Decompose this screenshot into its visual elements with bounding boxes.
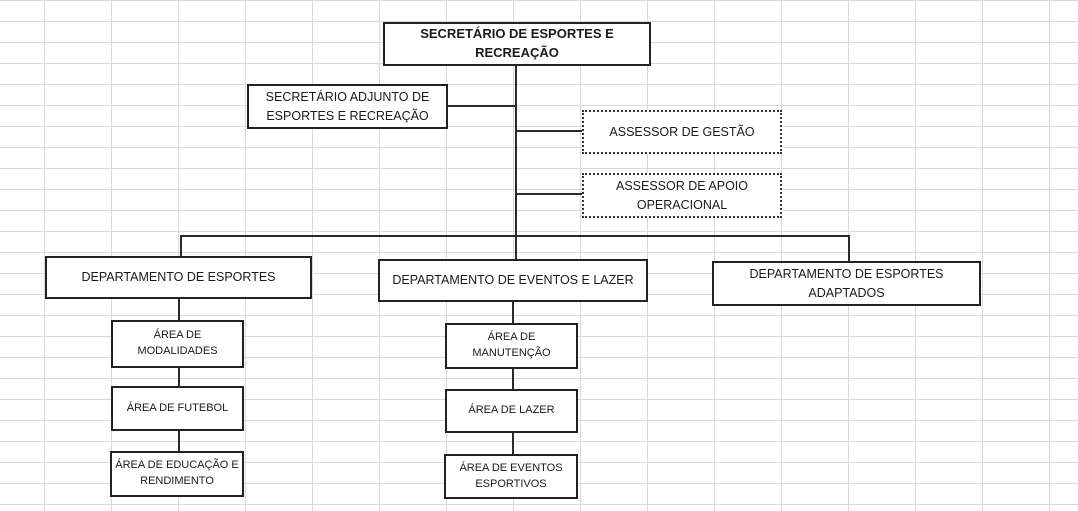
departamento-esportes-box: DEPARTAMENTO DE ESPORTES (45, 256, 312, 299)
departamento-eventos-label: DEPARTAMENTO DE EVENTOS E LAZER (392, 273, 634, 288)
area-educacao-rendimento-box: ÁREA DE EDUCAÇÃO E RENDIMENTO (110, 451, 244, 497)
secretario-adjunto-box: SECRETÁRIO ADJUNTO DE ESPORTES E RECREAÇ… (247, 84, 448, 129)
area-manutencao-label-line1: ÁREA DE (487, 331, 536, 344)
connector-line (178, 431, 180, 451)
connector-line (512, 433, 514, 454)
connector-line (848, 235, 850, 262)
area-modalidades-box: ÁREA DE MODALIDADES (111, 320, 244, 368)
area-futebol-label: ÁREA DE FUTEBOL (126, 401, 229, 414)
connector-line (178, 298, 180, 320)
area-lazer-box: ÁREA DE LAZER (445, 389, 578, 433)
connector-line (515, 65, 517, 260)
area-educacao-label-line1: ÁREA DE EDUCAÇÃO E (115, 459, 239, 472)
departamento-adaptados-label-line1: DEPARTAMENTO DE ESPORTES (749, 267, 944, 282)
assessor-apoio-label-line1: ASSESSOR DE APOIO (616, 179, 748, 194)
departamento-eventos-box: DEPARTAMENTO DE EVENTOS E LAZER (378, 259, 648, 302)
area-manutencao-box: ÁREA DE MANUTENÇÃO (445, 323, 578, 369)
area-futebol-box: ÁREA DE FUTEBOL (111, 386, 244, 431)
assessor-gestao-box: ASSESSOR DE GESTÃO (582, 110, 782, 154)
secretario-label: SECRETÁRIO DE ESPORTES E RECREAÇÃO (420, 26, 614, 60)
connector-line (512, 301, 514, 323)
area-eventos-label-line2: ESPORTIVOS (475, 477, 547, 490)
connector-line (178, 368, 180, 386)
area-eventos-label-line1: ÁREA DE EVENTOS (459, 461, 563, 474)
area-modalidades-label-line1: ÁREA DE (153, 329, 202, 342)
adjunto-label-line1: SECRETÁRIO ADJUNTO DE (265, 90, 430, 105)
departamento-esportes-label: DEPARTAMENTO DE ESPORTES (81, 270, 276, 285)
connector-line (180, 235, 849, 237)
adjunto-label-line2: ESPORTES E RECREAÇÃO (266, 108, 429, 123)
secretario-box: SECRETÁRIO DE ESPORTES E RECREAÇÃO (383, 22, 651, 66)
area-manutencao-label-line2: MANUTENÇÃO (472, 347, 551, 359)
connector-line (448, 105, 515, 107)
departamento-adaptados-box: DEPARTAMENTO DE ESPORTES ADAPTADOS (712, 261, 981, 306)
area-lazer-label: ÁREA DE LAZER (468, 404, 555, 417)
area-modalidades-label-line2: MODALIDADES (137, 345, 218, 357)
connector-line (515, 130, 582, 132)
connector-line (515, 193, 582, 195)
connector-line (512, 369, 514, 389)
area-eventos-esportivos-box: ÁREA DE EVENTOS ESPORTIVOS (444, 454, 578, 499)
connector-line (180, 235, 182, 257)
departamento-adaptados-label-line2: ADAPTADOS (808, 285, 885, 300)
assessor-gestao-label: ASSESSOR DE GESTÃO (609, 124, 755, 139)
assessor-apoio-box: ASSESSOR DE APOIO OPERACIONAL (582, 173, 782, 218)
area-educacao-label-line2: RENDIMENTO (140, 475, 214, 487)
assessor-apoio-label-line2: OPERACIONAL (636, 197, 728, 212)
